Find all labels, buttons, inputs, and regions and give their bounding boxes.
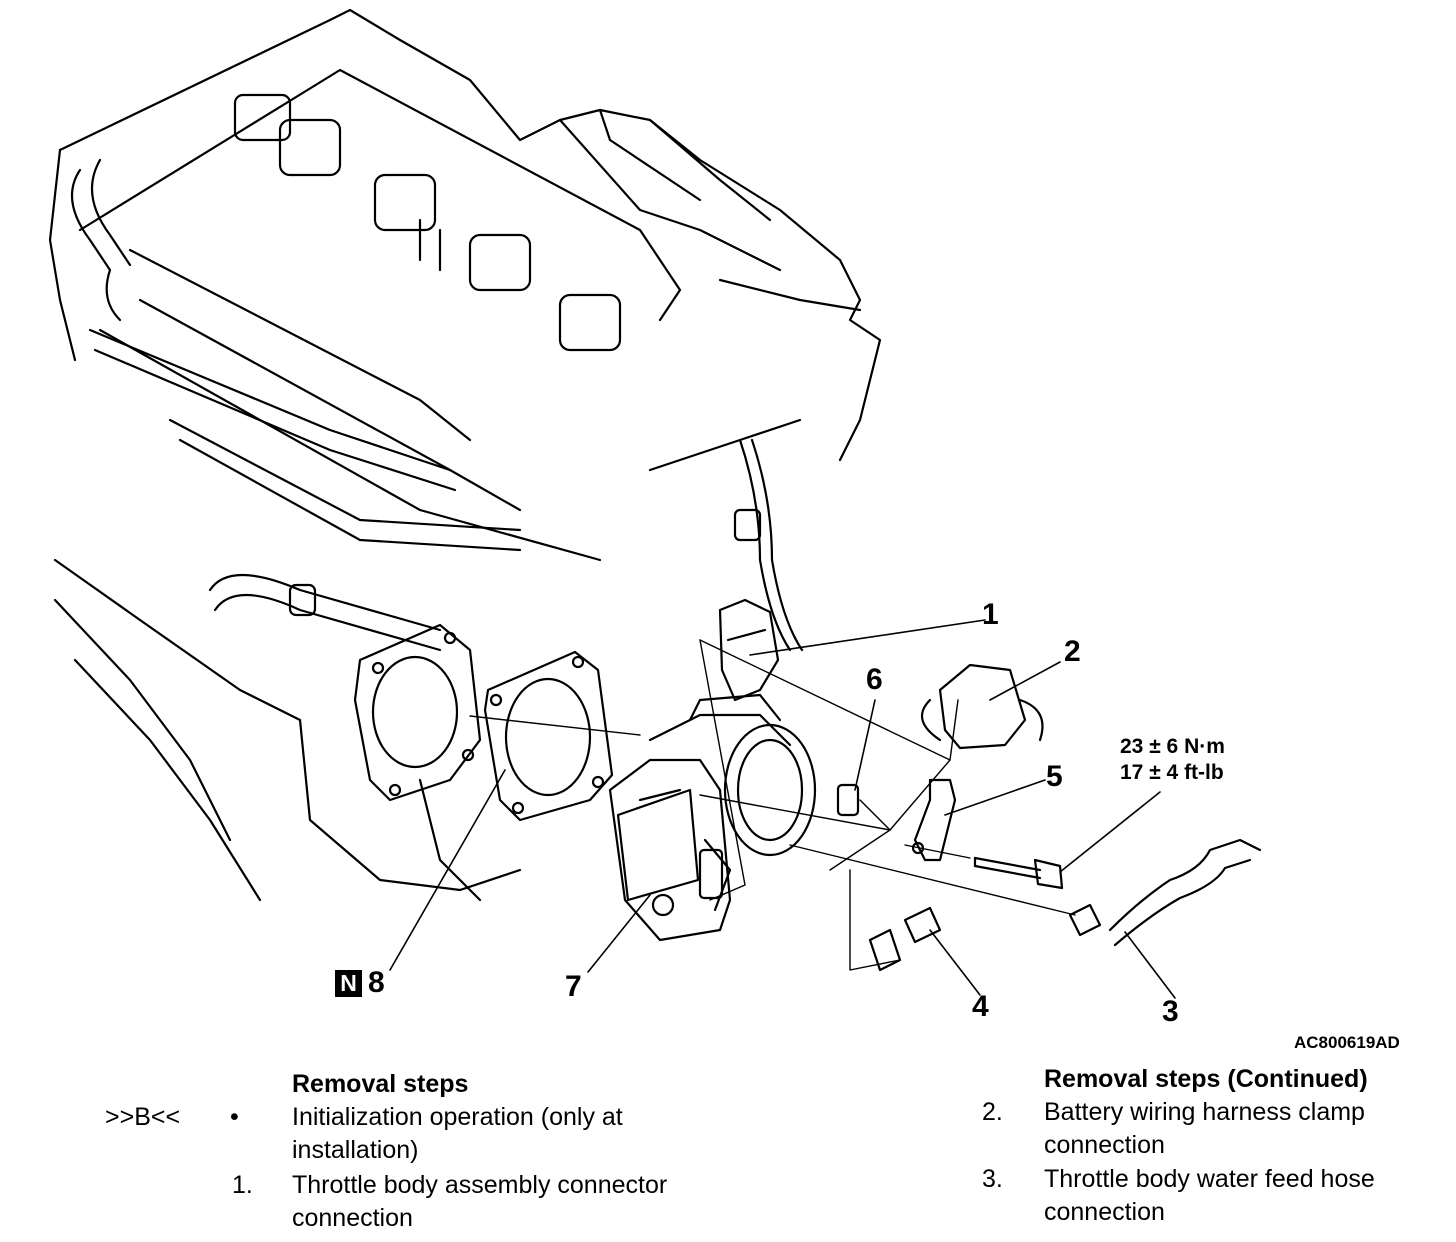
harness-clamp-part (920, 663, 1044, 750)
throttle-body-assembly (608, 693, 817, 942)
throttle-body-gasket (483, 650, 614, 822)
throttle-body-exploded-diagram (48, 8, 1262, 999)
removal-steps-left: Removal steps >>B<< • Initialization ope… (0, 1068, 760, 1238)
wiring-harness (648, 418, 804, 652)
step-key-b: >>B<< (105, 1103, 181, 1131)
callout-6: 6 (866, 663, 883, 696)
removal-steps-heading: Removal steps (292, 1070, 469, 1098)
step-2-number: 2. (982, 1098, 1003, 1126)
water-feed-hose (1068, 838, 1262, 947)
figure-id: AC800619AD (1294, 1033, 1400, 1052)
callout-7: 7 (565, 970, 582, 1003)
callout-1: 1 (982, 598, 999, 631)
callout-4: 4 (972, 990, 989, 1023)
step-3-line1: Throttle body water feed hose (1044, 1165, 1375, 1193)
engine-block-outline (48, 8, 882, 902)
callout-8: 8 (368, 966, 385, 999)
removal-steps-continued-heading: Removal steps (Continued) (1044, 1065, 1368, 1093)
callout-3: 3 (1162, 995, 1179, 1028)
torque-nm: 23 ± 6 N·m (1120, 735, 1225, 758)
step-bullet: • (230, 1103, 239, 1131)
step-1-line1: Throttle body assembly connector (292, 1171, 668, 1199)
step-1-line2: connection (292, 1204, 413, 1232)
torque-spec: 23 ± 6 N·m 17 ± 4 ft-lb (1120, 734, 1225, 786)
ignition-coils (233, 93, 622, 352)
step-1-number: 1. (232, 1171, 253, 1199)
new-part-badge: N (335, 970, 362, 997)
step-3-line2: connection (1044, 1198, 1165, 1226)
callout-leaders (389, 619, 1176, 999)
upper-hoses (70, 158, 522, 652)
step-3-number: 3. (982, 1165, 1003, 1193)
step-2-line1: Battery wiring harness clamp (1044, 1098, 1365, 1126)
torque-ftlb: 17 ± 4 ft-lb (1120, 761, 1224, 784)
removal-steps-right: Removal steps (Continued) 2. Battery wir… (960, 1063, 1456, 1238)
small-clip-parts (868, 906, 942, 972)
exploded-view-lines (469, 639, 1076, 971)
step-init-line2: installation) (292, 1136, 419, 1164)
step-init-line1: Initialization operation (only at (292, 1103, 623, 1131)
step-2-line2: connection (1044, 1131, 1165, 1159)
mounting-bolt (973, 856, 1064, 890)
tps-connector (718, 598, 780, 702)
intake-manifold-flange (353, 623, 482, 802)
callout-5: 5 (1046, 760, 1063, 793)
clip-part (836, 783, 860, 817)
callout-2: 2 (1064, 635, 1081, 668)
